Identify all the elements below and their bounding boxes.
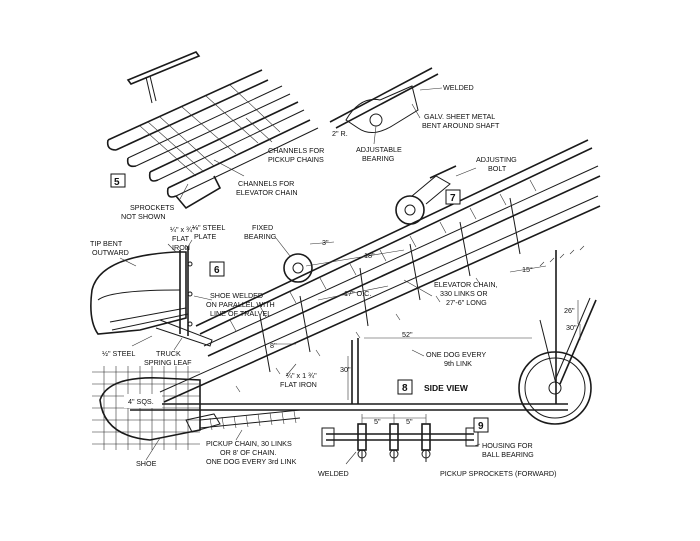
side-view-title: SIDE VIEW [424,383,469,393]
view-7-number: 7 [450,193,456,204]
elevator-frame: 7 FIXED BEARING [130,139,601,425]
channels-perspective: 5 CHANNELS FOR PICKUP CHAINS CHANNELS FO… [106,51,324,221]
dim-15-deg: 15° [522,265,533,274]
label-channels-pickup-2: PICKUP CHAINS [268,155,324,164]
fixed-bearing-sprocket [283,253,313,283]
wheel [518,351,592,425]
label-housing-1: HOUSING FOR [482,441,533,450]
shoe-detail: 6 TIP BENT OUTWARD ¼" x ¾" FLAT IRON ⅛" … [90,223,275,367]
label-tip-1: TIP BENT [90,239,123,248]
label-truck-2: SPRING LEAF [144,358,192,367]
dimension-annotations: 3" 18" 17" O.C. 15° 26" 30" 52" 8" 30" [270,238,581,400]
label-sprockets-1: SPROCKETS [130,203,175,212]
dim-30-in-right: 30" [566,323,577,332]
label-two-r: 2" R. [332,129,348,138]
label-welded-bottom: WELDED [318,469,349,478]
dim-30-in-left: 30" [340,365,351,374]
grid-area: 4" SQS. SHOE [92,366,221,468]
adjustable-sprocket [395,195,425,225]
side-view-labels: ELEVATOR CHAIN, 330 LINKS OR 27'-6" LONG… [280,280,498,395]
pickup-chain: PICKUP CHAIN, 30 LINKS OR 8' OF CHAIN. O… [199,409,301,466]
label-welded-top: WELDED [443,83,474,92]
label-galv-1: GALV. SHEET METAL [424,112,495,121]
label-elevator-1: ELEVATOR CHAIN, [434,280,498,289]
view-7-box [445,189,461,205]
label-flat-iron-a: ¼" x ¾" [170,225,195,234]
dim-5-in-b: 5" [406,417,413,426]
view-5-box [110,173,126,188]
view-9-number: 9 [478,421,484,432]
label-pickup-1: PICKUP CHAIN, 30 LINKS [206,439,292,448]
label-adjustable-1: ADJUSTABLE [356,145,402,154]
label-channels-elevator-1: CHANNELS FOR [238,179,294,188]
label-adjusting-2: BOLT [488,164,507,173]
label-fixed-2: BEARING [244,232,277,241]
label-half-steel: ½" STEEL [102,349,135,358]
label-flat-iron-side-2: FLAT IRON [280,380,317,389]
label-elevator-2: 330 LINKS OR [440,289,488,298]
label-pickup-sprockets: PICKUP SPROCKETS (FORWARD) [440,469,556,478]
label-flat-iron-c: IRON [172,243,190,252]
label-channels-elevator-2: ELEVATOR CHAIN [236,188,298,197]
dim-3-in: 3" [322,238,329,247]
view-8-box [397,379,413,395]
label-shoe-2: ON PARALLEL WITH [206,300,275,309]
dim-17-oc: 17" O.C. [344,289,371,298]
dim-8-in: 8" [270,341,277,350]
label-tip-2: OUTWARD [92,248,129,257]
label-steel-plate-b: PLATE [194,232,216,241]
label-channels-pickup-1: CHANNELS FOR [268,146,324,155]
label-elevator-3: 27'-6" LONG [446,298,487,307]
label-flat-iron-side-1: ¼" x 1 ¾" [286,371,317,380]
view-6-number: 6 [214,265,220,276]
dim-18-in: 18" [364,251,375,260]
label-housing-2: BALL BEARING [482,450,534,459]
label-shoe-3: LINE OF TRALVEL [210,309,271,318]
label-pickup-2: OR 8' OF CHAIN. [220,448,276,457]
label-shoe-1: SHOE WELDED [210,291,263,300]
label-fixed-1: FIXED [252,223,273,232]
view-5-number: 5 [114,177,120,188]
dim-52-in: 52" [402,330,413,339]
label-adjusting-1: ADJUSTING [476,155,517,164]
label-shoe: SHOE [136,459,157,468]
label-flat-iron-b: FLAT [172,234,190,243]
pickup-sprockets-detail: 5" 5" 9 WELDED HOUSING FOR BALL BEARING … [318,414,556,478]
dim-26-in: 26" [564,306,575,315]
label-adjustable-2: BEARING [362,154,395,163]
view-9-box [473,417,489,433]
label-truck-1: TRUCK [156,349,181,358]
label-sprockets-2: NOT SHOWN [121,212,166,221]
dim-5-in-a: 5" [374,417,381,426]
label-galv-2: BENT AROUND SHAFT [422,121,500,130]
view-8-number: 8 [402,383,408,394]
label-one-dog-1: ONE DOG EVERY [426,350,486,359]
view-6-box [209,261,225,277]
label-one-dog-2: 9th LINK [444,359,472,368]
adjustable-bearing-detail: WELDED GALV. SHEET METAL BENT AROUND SHA… [329,67,517,177]
label-pickup-3: ONE DOG EVERY 3rd LINK [206,457,297,466]
label-steel-plate-a: ⅛" STEEL [192,223,225,232]
label-four-sqs: 4" SQS. [128,397,154,406]
